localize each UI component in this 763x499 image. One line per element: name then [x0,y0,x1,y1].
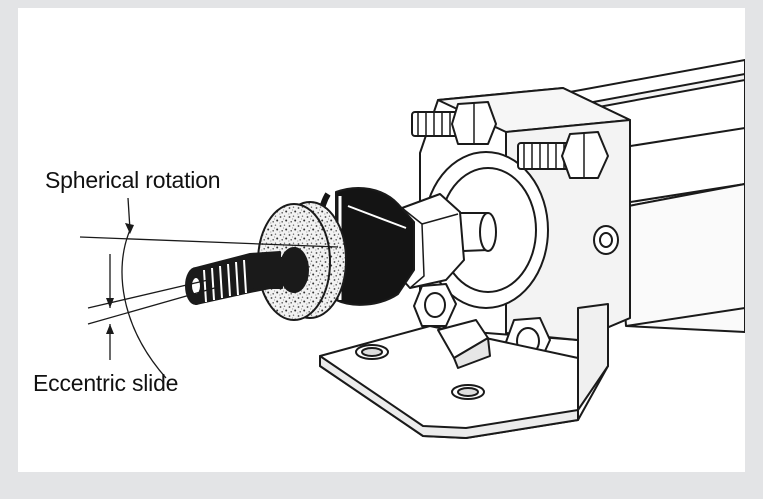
spherical-washer [257,201,347,321]
tie-rod-nut-bottom-left [413,283,457,327]
cylinder-floating-joint-illustration [79,59,745,439]
foot-bracket [319,303,609,439]
tie-rod-bolt-top-left [411,101,497,145]
dimension-arrowheads [106,223,134,334]
eccentric-slide-label: Eccentric slide [33,370,179,396]
spherical-rotation-label: Spherical rotation [45,167,221,193]
figure-panel: Spherical rotation Eccentric slide [18,8,745,472]
tie-rod-bolt-top-right [517,131,609,179]
